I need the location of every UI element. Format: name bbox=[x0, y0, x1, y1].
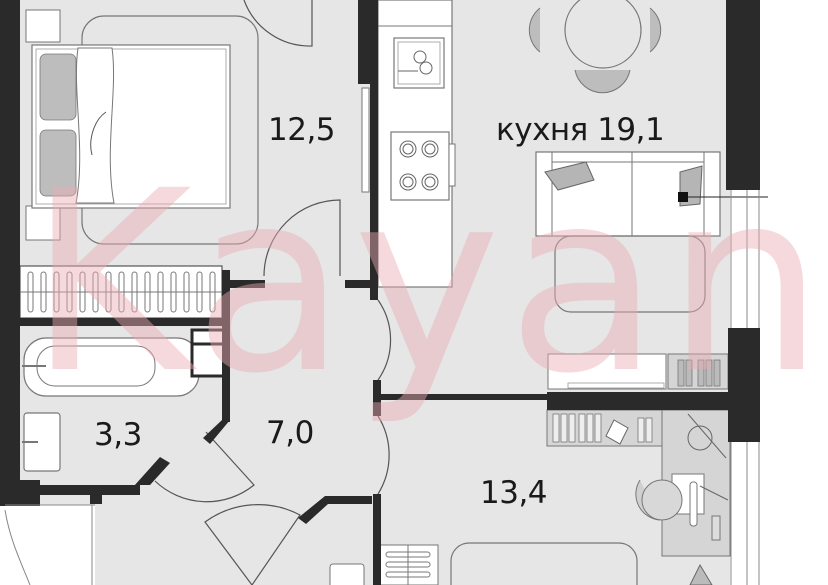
bedroom bbox=[19, 0, 370, 319]
room-label-bedroom: 12,5 bbox=[268, 112, 336, 148]
room-label-living-room: 13,4 bbox=[480, 475, 548, 511]
bathroom bbox=[22, 328, 255, 503]
room-label-kitchen: кухня 19,1 bbox=[496, 112, 665, 148]
windows bbox=[4, 190, 760, 585]
kitchen-name: кухня bbox=[496, 112, 588, 148]
walls bbox=[0, 0, 760, 585]
kitchen bbox=[377, 0, 768, 390]
bedroom-area: 12,5 bbox=[268, 112, 336, 148]
living-room-area: 13,4 bbox=[480, 475, 548, 511]
kitchen-area: 19,1 bbox=[597, 112, 665, 148]
room-label-bathroom: 3,3 bbox=[94, 420, 142, 451]
bathroom-area: 3,3 bbox=[94, 417, 142, 453]
hallway-area: 7,0 bbox=[266, 415, 314, 451]
hallway bbox=[204, 299, 392, 585]
living-room bbox=[377, 409, 731, 585]
room-label-hallway: 7,0 bbox=[266, 418, 314, 449]
